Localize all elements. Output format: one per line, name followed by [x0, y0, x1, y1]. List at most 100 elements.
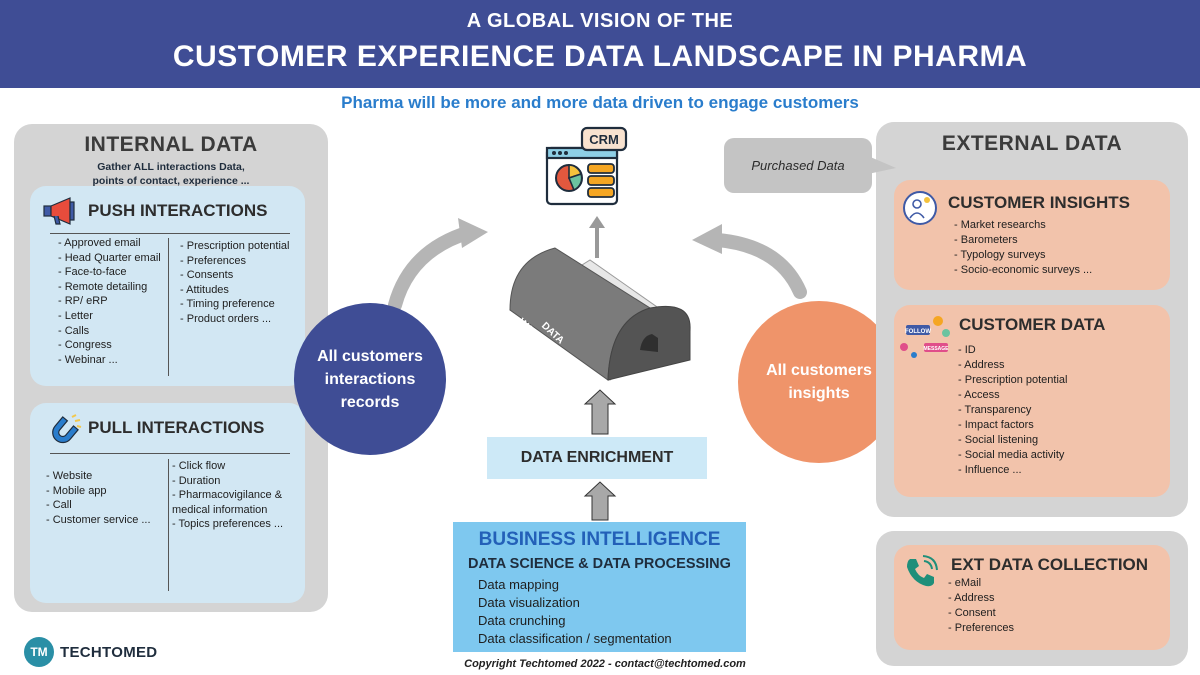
list-item: Preferences: [180, 254, 300, 269]
speech-bubble-tail: [868, 156, 896, 174]
list-item: Data mapping: [478, 577, 559, 592]
list-item: Letter: [58, 309, 168, 324]
internal-desc-line-1: Gather ALL interactions Data,: [97, 161, 245, 173]
list-item: Consents: [180, 268, 300, 283]
title-line-1: A GLOBAL VISION OF THE: [466, 10, 734, 32]
techtomed-logo: TM TECHTOMED: [24, 636, 157, 668]
title-line-2: CUSTOMER EXPERIENCE DATA LANDSCAPE IN PH…: [172, 40, 1028, 73]
left-circle-line-2: interactions: [324, 370, 416, 388]
right-arrow-head: [692, 224, 722, 254]
list-item: Customer service ...: [46, 513, 166, 528]
customer-data-title: CUSTOMER DATA: [959, 315, 1106, 334]
message-label: MESSAGE: [923, 346, 949, 352]
customer-insights-circle: All customers insights: [738, 301, 900, 463]
customer-insights-title: CUSTOMER INSIGHTS: [948, 193, 1130, 212]
follow-label: FOLLOW: [905, 329, 931, 335]
divider: [168, 459, 169, 591]
list-item: Mobile app: [46, 484, 166, 499]
ext-data-collection-card: EXT DATA COLLECTION eMailAddressConsentP…: [894, 545, 1170, 650]
list-item: Remote detailing: [58, 280, 168, 295]
list-item: Data crunching: [478, 613, 566, 628]
enrichment-up-arrow: [583, 389, 617, 435]
ext-data-collection-title: EXT DATA COLLECTION: [951, 555, 1149, 574]
list-item: RP/ eRP: [58, 294, 168, 309]
list-item: Socio-economic surveys ...: [954, 263, 1092, 278]
pull-channels-list: WebsiteMobile appCallCustomer service ..…: [46, 469, 166, 527]
list-item: Approved email: [58, 236, 168, 251]
purchased-data-bubble: Purchased Data: [724, 138, 872, 193]
list-item: Influence ...: [958, 463, 1067, 478]
list-item: Click flow: [172, 459, 302, 474]
pull-data-list: Click flowDurationPharmacovigilance & me…: [172, 459, 302, 532]
list-item: Data visualization: [478, 595, 580, 610]
crm-label: CRM: [589, 132, 619, 147]
phone-icon: [907, 555, 938, 587]
right-circle-line-1: All customers: [766, 362, 872, 379]
copyright-text: Copyright Techtomed 2022 - contact@techt…: [464, 658, 746, 670]
list-item: Head Quarter email: [58, 251, 168, 266]
divider: [50, 233, 290, 234]
list-item: Face-to-face: [58, 265, 168, 280]
magnet-icon: [52, 414, 82, 444]
ext-data-collection-list: eMailAddressConsentPreferences: [948, 576, 1014, 636]
crm-icon: CRM: [545, 126, 628, 206]
business-intelligence-box: [453, 522, 746, 652]
list-item: Social media activity: [958, 448, 1067, 463]
data-enrichment-box: DATA ENRICHMENT: [487, 437, 707, 479]
customer-data-list: IDAddressPrescription potentialAccessTra…: [958, 343, 1067, 478]
list-item: ID: [958, 343, 1067, 358]
list-item: Call: [46, 498, 166, 513]
list-item: Address: [948, 591, 1014, 606]
pull-interactions-card: PULL INTERACTIONS WebsiteMobile appCallC…: [30, 403, 305, 603]
list-item: Impact factors: [958, 418, 1067, 433]
list-item: Webinar ...: [58, 353, 168, 368]
internal-data-title: INTERNAL DATA: [84, 133, 258, 156]
business-intelligence-subtitle: DATA SCIENCE & DATA PROCESSING: [468, 556, 731, 572]
list-item: Duration: [172, 474, 302, 489]
left-circle-line-3: records: [340, 393, 400, 411]
customer-data-card: FOLLOW MESSAGE CUSTOMER DATA IDAddressPr…: [894, 305, 1170, 497]
list-item: Transparency: [958, 403, 1067, 418]
list-item: Website: [46, 469, 166, 484]
left-circle-line-1: All customers: [317, 347, 423, 365]
customer-insights-list: Market researchsBarometersTypology surve…: [954, 218, 1093, 278]
list-item: Prescription potential: [958, 373, 1068, 388]
list-item: Consent: [948, 606, 1014, 621]
bi-up-arrow: [583, 481, 617, 521]
list-item: Preferences: [948, 621, 1014, 636]
list-item: Market researchs: [954, 218, 1092, 233]
push-channels-list: Approved emailHead Quarter emailFace-to-…: [58, 236, 168, 367]
business-intelligence-title: BUSINESS INTELLIGENCE: [478, 529, 721, 550]
list-item: Social listening: [958, 433, 1067, 448]
insights-icon: [903, 191, 937, 225]
divider: [50, 453, 290, 454]
list-item: eMail: [948, 576, 1014, 591]
list-item: Pharmacovigilance & medical information: [172, 488, 302, 517]
external-data-title: EXTERNAL DATA: [941, 132, 1123, 155]
list-item: Barometers: [954, 233, 1092, 248]
push-interactions-title: PUSH INTERACTIONS: [88, 201, 268, 220]
right-curved-arrow: [711, 233, 807, 299]
logo-text: TECHTOMED: [60, 643, 158, 661]
right-circle-line-2: insights: [788, 385, 850, 402]
list-item: Calls: [58, 324, 168, 339]
internal-desc-line-2: points of contact, experience ...: [92, 175, 250, 187]
interactions-records-circle: All customers interactions records: [294, 303, 446, 455]
list-item: Typology surveys: [954, 248, 1092, 263]
internal-data-description: Gather ALL interactions Data, points of …: [14, 160, 328, 188]
left-arrow-head: [458, 218, 488, 248]
list-item: Address: [958, 358, 1067, 373]
subtitle: Pharma will be more and more data driven…: [341, 93, 859, 112]
data-warehouse-illustration: [509, 247, 691, 381]
header-banner: [0, 0, 1200, 88]
megaphone-icon: [43, 197, 75, 225]
list-item: Data classification / segmentation: [478, 631, 672, 646]
list-item: Topics preferences ...: [172, 517, 302, 532]
list-item: Timing preference: [180, 297, 300, 312]
logo-mark: TM: [24, 637, 54, 667]
list-item: Access: [958, 388, 1067, 403]
social-media-icon: FOLLOW MESSAGE: [900, 316, 950, 358]
pull-interactions-title: PULL INTERACTIONS: [88, 418, 265, 437]
